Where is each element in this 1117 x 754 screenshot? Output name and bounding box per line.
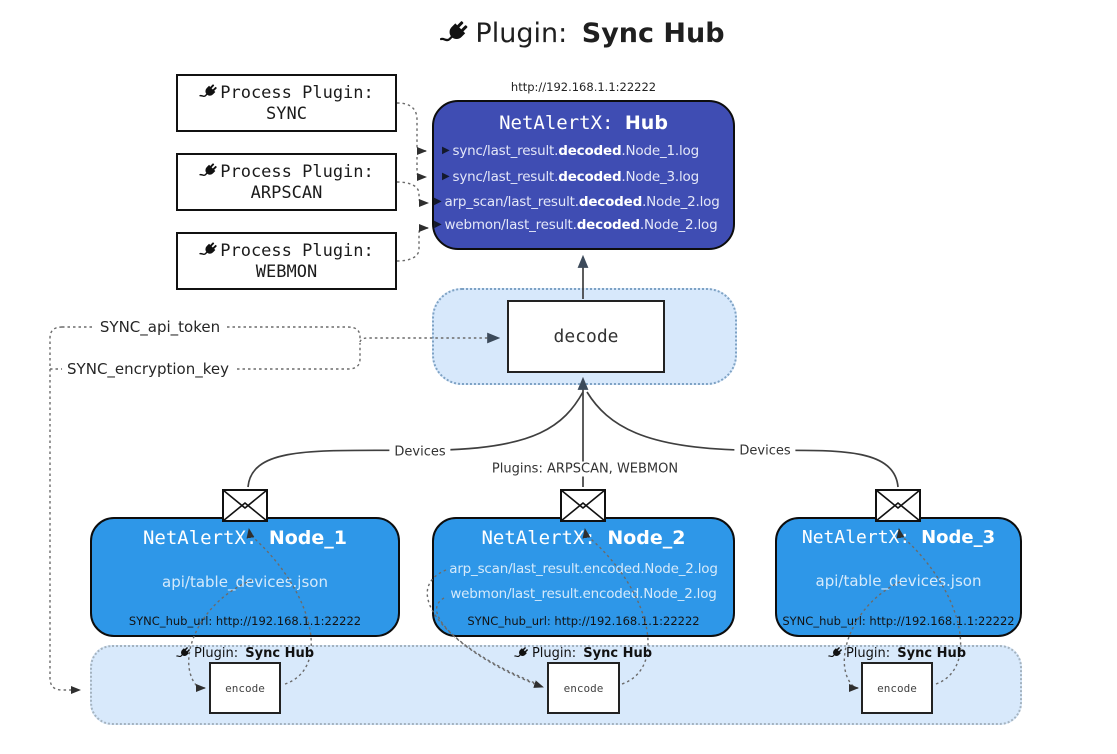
decode-box: decode: [507, 300, 665, 373]
encoder-plugin-label: Plugin: Sync Hub: [828, 646, 966, 661]
node-title: NetAlertX: Node_1: [142, 527, 347, 549]
node-hub-url: SYNC_hub_url: http://192.168.1.1:22222: [782, 614, 1015, 628]
encoder-plugin-label: Plugin: Sync Hub: [176, 646, 314, 661]
edge-sync-hub-row2: [416, 157, 427, 181]
plug-icon: [199, 162, 218, 181]
process-plugin-name: ARPSCAN: [250, 182, 323, 203]
edge-webmon-hub-row4: [396, 224, 429, 262]
node-2-box: NetAlertX: Node_2 arp_scan/last_result.e…: [432, 517, 735, 637]
node-file: api/table_devices.json: [162, 572, 328, 591]
node-hub-url: SYNC_hub_url: http://192.168.1.1:22222: [467, 614, 700, 628]
devices-label-left: Devices: [389, 444, 451, 460]
encoder-plugin-label: Plugin: Sync Hub: [514, 646, 652, 661]
node-title: NetAlertX: Node_2: [481, 527, 686, 549]
node-title: NetAlertX: Node_3: [801, 527, 996, 548]
process-plugin-webmon-box: Process Plugin: WEBMON: [176, 232, 397, 290]
hub-log-row: ▶ webmon/last_result.decoded.Node_2.log: [434, 216, 718, 233]
arrow-right-icon: ▶: [434, 195, 442, 207]
arrow-right-icon: ▶: [434, 218, 442, 230]
process-plugin-name: SYNC: [266, 103, 307, 124]
node-1-box: NetAlertX: Node_1 api/table_devices.json…: [90, 517, 400, 637]
plug-icon: [439, 19, 469, 49]
hub-log-list: ▶ sync/last_result.decoded.Node_1.log ▶ …: [434, 138, 733, 236]
hub-log-row: ▶ sync/last_result.decoded.Node_1.log: [442, 143, 699, 159]
process-plugin-sync-box: Process Plugin: SYNC: [176, 74, 397, 132]
page-title: Plugin: Sync Hub: [439, 18, 725, 49]
arrow-right-icon: ▶: [442, 145, 450, 156]
hub-title: NetAlertX: Hub: [499, 112, 668, 134]
node-file: arp_scan/last_result.encoded.Node_2.log: [449, 561, 718, 577]
node-3-box: NetAlertX: Node_3 api/table_devices.json…: [775, 517, 1022, 637]
process-plugin-label: Process Plugin:: [220, 240, 374, 261]
process-plugin-label: Process Plugin:: [220, 161, 374, 182]
sync-encryption-key-label: SYNC_encryption_key: [62, 360, 234, 378]
encode-box: encode: [547, 662, 620, 714]
sync-api-token-label: SYNC_api_token: [94, 318, 226, 336]
node-file: api/table_devices.json: [815, 572, 982, 590]
plug-icon: [199, 83, 218, 102]
encode-box: encode: [861, 662, 933, 714]
process-plugin-arpscan-box: Process Plugin: ARPSCAN: [176, 153, 397, 211]
encode-box: encode: [209, 662, 281, 714]
hub-log-row: ▶ arp_scan/last_result.decoded.Node_2.lo…: [434, 193, 720, 210]
envelope-icon: [560, 489, 606, 522]
edge-arpscan-hub-row3: [396, 181, 429, 207]
devices-label-right: Devices: [734, 443, 796, 459]
plug-icon: [828, 646, 843, 661]
node-file: webmon/last_result.encoded.Node_2.log: [450, 586, 717, 602]
page-title-label: Plugin:: [475, 18, 576, 49]
node-hub-url: SYNC_hub_url: http://192.168.1.1:22222: [128, 614, 362, 628]
hub-log-row: ▶ sync/last_result.decoded.Node_3.log: [442, 169, 699, 185]
envelope-icon: [875, 489, 921, 522]
edge-sync-hub-row1: [396, 102, 427, 155]
process-plugin-label: Process Plugin:: [220, 82, 374, 103]
edge-keys-encoders: [49, 326, 81, 694]
process-plugin-name: WEBMON: [255, 261, 318, 282]
envelope-icon: [222, 489, 268, 522]
arrow-right-icon: ▶: [442, 171, 450, 182]
plug-icon: [176, 646, 191, 661]
plug-icon: [514, 646, 529, 661]
hub-box: NetAlertX: Hub ▶ sync/last_result.decode…: [432, 100, 735, 250]
hub-url: http://192.168.1.1:22222: [510, 80, 657, 94]
plugins-label: Plugins: ARPSCAN, WEBMON: [486, 461, 684, 477]
plug-icon: [199, 241, 218, 260]
page-title-bold: Sync Hub: [581, 18, 725, 49]
